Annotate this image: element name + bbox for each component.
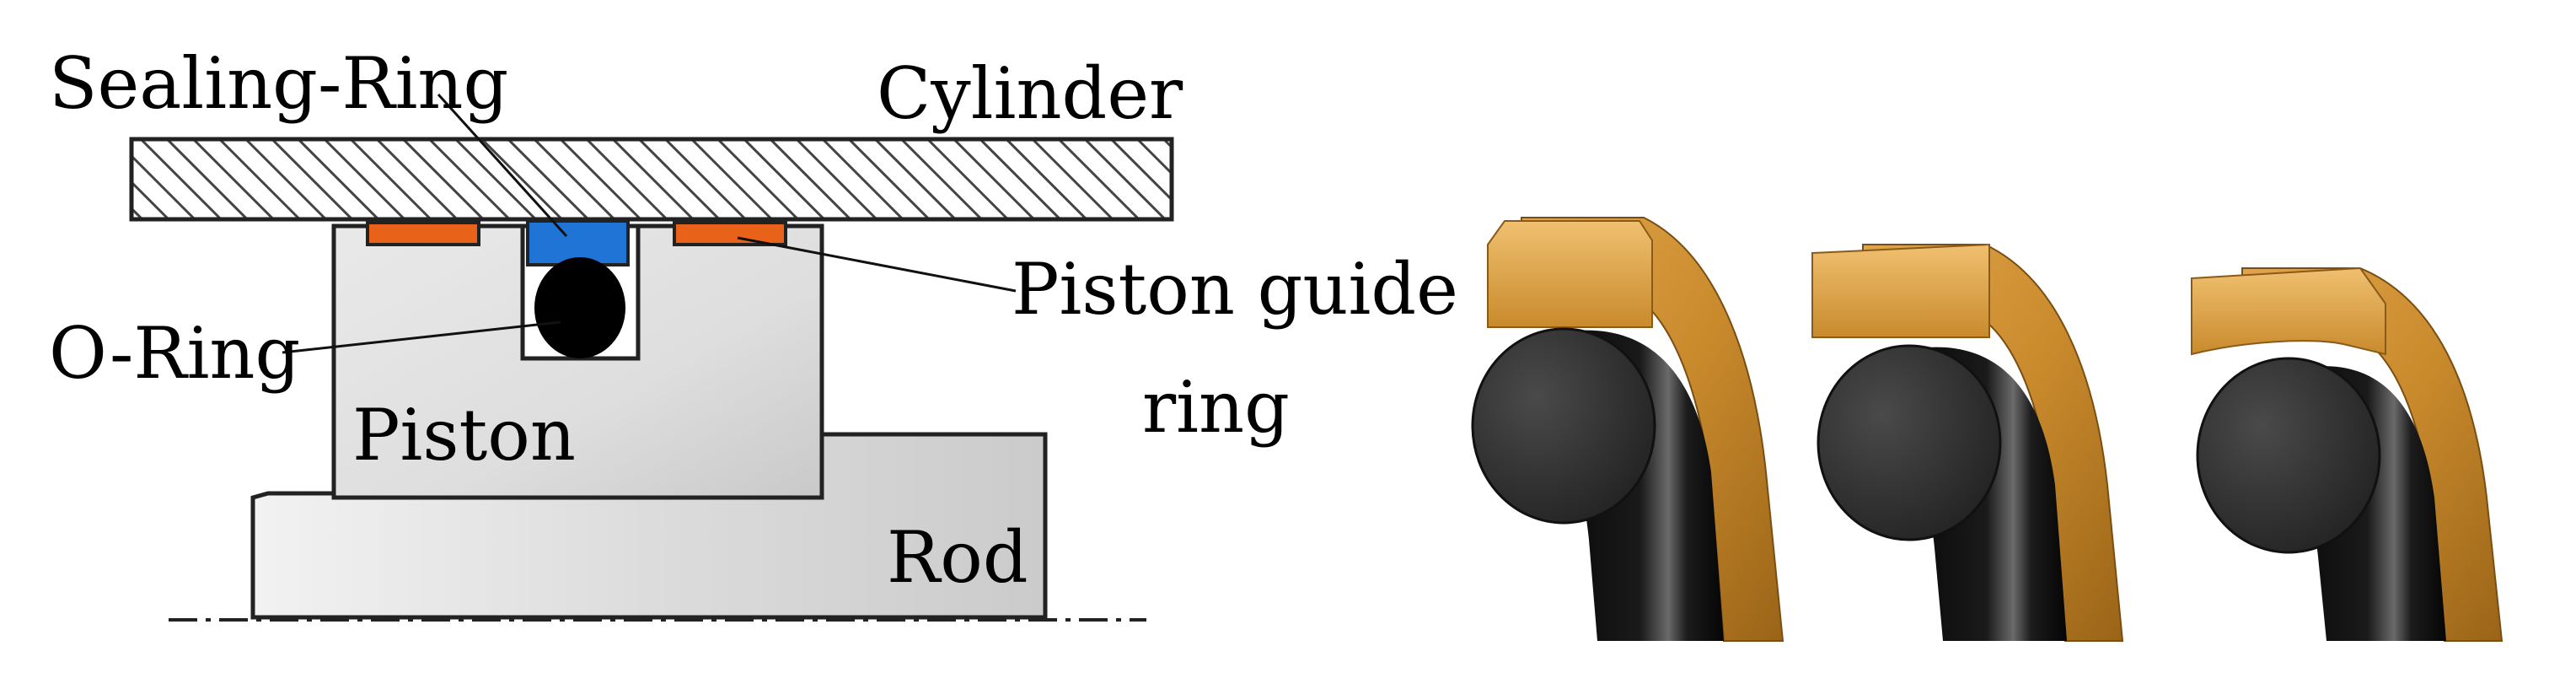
label-piston: Piston — [352, 394, 576, 476]
label-piston-guide-line2: ring — [1142, 366, 1290, 449]
guide-ring-left — [366, 221, 480, 246]
label-cylinder: Cylinder — [877, 52, 1183, 135]
seal-render-1 — [1471, 217, 1784, 642]
seal-renders — [1471, 217, 2504, 642]
seal-render-2 — [1811, 243, 2124, 642]
leader-sealing-ring — [437, 93, 568, 238]
leader-guide-ring — [737, 236, 1017, 293]
guide-ring-right — [673, 221, 787, 246]
label-rod: Rod — [887, 516, 1028, 599]
o-ring — [534, 257, 625, 358]
cylinder-wall — [129, 137, 1174, 222]
label-piston-guide-line1: Piston guide — [1012, 248, 1458, 331]
cross-section-diagram: Sealing-Ring Cylinder O-Ring Piston guid… — [49, 42, 1458, 622]
seal-render-3 — [2191, 266, 2504, 642]
leader-o-ring — [282, 320, 561, 354]
label-sealing-ring: Sealing-Ring — [49, 42, 508, 125]
label-o-ring: O-Ring — [49, 312, 300, 395]
